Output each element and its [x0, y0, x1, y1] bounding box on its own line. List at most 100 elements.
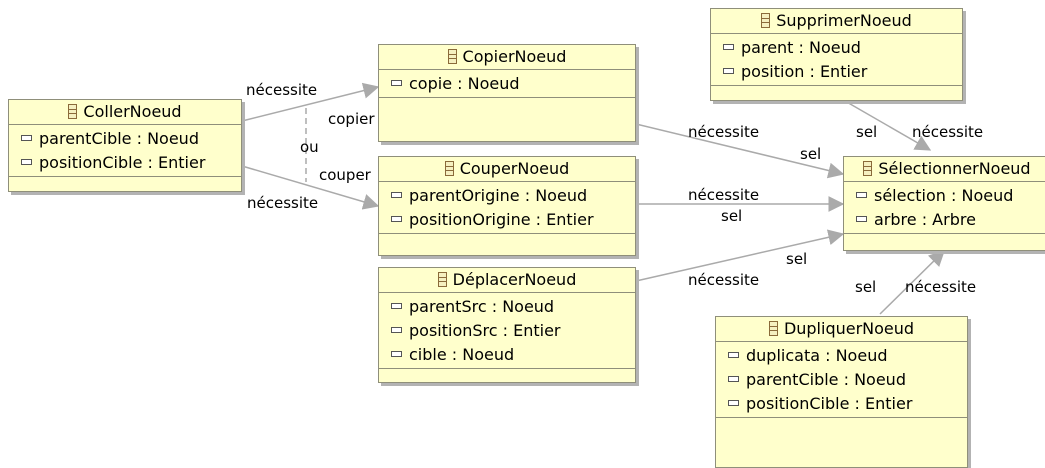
class-name: SupprimerNoeud [776, 11, 912, 30]
edge-label-necessite: nécessite [905, 278, 977, 296]
attribute-row: position : Entier [711, 60, 962, 84]
operations-separator [379, 233, 635, 234]
attribute-row: cible : Noeud [379, 343, 635, 367]
attribute-icon [723, 44, 734, 50]
operations-separator [379, 368, 635, 369]
class-header: DéplacerNoeud [379, 268, 635, 293]
attribute-text: parentOrigine : Noeud [409, 186, 588, 205]
attribute-row: parentSrc : Noeud [379, 295, 635, 319]
class-header: CollerNoeud [9, 100, 241, 125]
edge-coller-copier [241, 82, 380, 122]
attribute-icon [856, 216, 867, 222]
class-icon [768, 321, 778, 336]
edge-label-necessite: nécessite [247, 194, 319, 212]
edge-label-role: sel [855, 278, 877, 296]
class-icon [447, 49, 457, 64]
class-header: SélectionnerNoeud [844, 157, 1045, 182]
edge-label-necessite: nécessite [688, 123, 760, 141]
edge-supprimer-sel [844, 100, 932, 151]
edge-dupliquer-sel [879, 250, 945, 315]
attribute-icon [391, 303, 402, 309]
attribute-text: cible : Noeud [409, 345, 515, 364]
attribute-icon [391, 216, 402, 222]
class-header: CouperNoeud [379, 157, 635, 182]
attribute-icon [391, 192, 402, 198]
operations-separator [379, 97, 635, 98]
attribute-row: parentCible : Noeud [716, 368, 967, 392]
class-icon [863, 161, 873, 176]
edge-label-role: sel [800, 145, 822, 163]
attribute-row: copie : Noeud [379, 72, 635, 96]
edge-deplacer-sel [635, 229, 845, 282]
class-selectionner-noeud[interactable]: SélectionnerNoeud sélection : Noeud arbr… [843, 156, 1045, 251]
edge-label-role: sel [786, 250, 808, 268]
attribute-icon [21, 159, 32, 165]
attribute-text: copie : Noeud [409, 74, 520, 93]
operations-separator [844, 233, 1045, 234]
edge-label-necessite: nécessite [688, 271, 760, 289]
edge-label-role: couper [319, 166, 371, 184]
class-icon [761, 13, 771, 28]
class-name: CouperNoeud [459, 159, 570, 178]
class-icon [444, 161, 454, 176]
class-coller-noeud[interactable]: CollerNoeud parentCible : Noeud position… [8, 99, 242, 192]
edge-label-necessite: nécessite [688, 186, 760, 204]
attribute-row: positionCible : Entier [9, 151, 241, 175]
class-couper-noeud[interactable]: CouperNoeud parentOrigine : Noeud positi… [378, 156, 636, 256]
class-name: CollerNoeud [83, 102, 182, 121]
operations-separator [711, 85, 962, 86]
edge-label-necessite: nécessite [912, 123, 984, 141]
attribute-text: parentCible : Noeud [39, 129, 199, 148]
attribute-text: parentSrc : Noeud [409, 297, 555, 316]
attribute-row: parent : Noeud [711, 36, 962, 60]
attribute-icon [391, 80, 402, 86]
class-name: DéplacerNoeud [452, 270, 577, 289]
attribute-row: positionOrigine : Entier [379, 208, 635, 232]
attribute-row: arbre : Arbre [844, 208, 1045, 232]
class-deplacer-noeud[interactable]: DéplacerNoeud parentSrc : Noeud position… [378, 267, 636, 383]
attribute-text: arbre : Arbre [874, 210, 976, 229]
edge-label-role: copier [328, 110, 375, 128]
attribute-row: parentOrigine : Noeud [379, 184, 635, 208]
attribute-row: sélection : Noeud [844, 184, 1045, 208]
attribute-text: sélection : Noeud [874, 186, 1014, 205]
attribute-row: positionCible : Entier [716, 392, 967, 416]
edge-label-necessite: nécessite [246, 81, 318, 99]
attribute-icon [21, 135, 32, 141]
class-copier-noeud[interactable]: CopierNoeud copie : Noeud [378, 44, 636, 142]
class-header: SupprimerNoeud [711, 9, 962, 34]
attribute-icon [723, 68, 734, 74]
attribute-row: parentCible : Noeud [9, 127, 241, 151]
edge-label-role: sel [856, 123, 878, 141]
class-icon [68, 104, 78, 119]
edge-label-ou: ou [300, 138, 319, 156]
class-supprimer-noeud[interactable]: SupprimerNoeud parent : Noeud position :… [710, 8, 963, 101]
class-name: CopierNoeud [462, 47, 567, 66]
edge-coller-couper [241, 165, 380, 210]
attribute-row: duplicata : Noeud [716, 344, 967, 368]
attribute-text: positionSrc : Entier [409, 321, 561, 340]
attribute-icon [856, 192, 867, 198]
operations-separator [9, 176, 241, 177]
attribute-text: parentCible : Noeud [746, 370, 906, 389]
class-dupliquer-noeud[interactable]: DupliquerNoeud duplicata : Noeud parentC… [715, 316, 968, 468]
class-icon [437, 272, 447, 287]
attribute-text: parent : Noeud [741, 38, 861, 57]
class-name: DupliquerNoeud [783, 319, 915, 338]
attribute-icon [391, 327, 402, 333]
attribute-icon [728, 352, 739, 358]
attribute-icon [728, 376, 739, 382]
edge-label-role: sel [721, 207, 743, 225]
class-header: DupliquerNoeud [716, 317, 967, 342]
attribute-text: positionCible : Entier [39, 153, 206, 172]
edge-copier-sel [635, 123, 845, 179]
attribute-text: positionOrigine : Entier [409, 210, 594, 229]
attribute-icon [391, 351, 402, 357]
operations-separator [716, 417, 967, 418]
attribute-text: position : Entier [741, 62, 868, 81]
class-header: CopierNoeud [379, 45, 635, 70]
attribute-text: duplicata : Noeud [746, 346, 888, 365]
attribute-icon [728, 400, 739, 406]
attribute-text: positionCible : Entier [746, 394, 913, 413]
